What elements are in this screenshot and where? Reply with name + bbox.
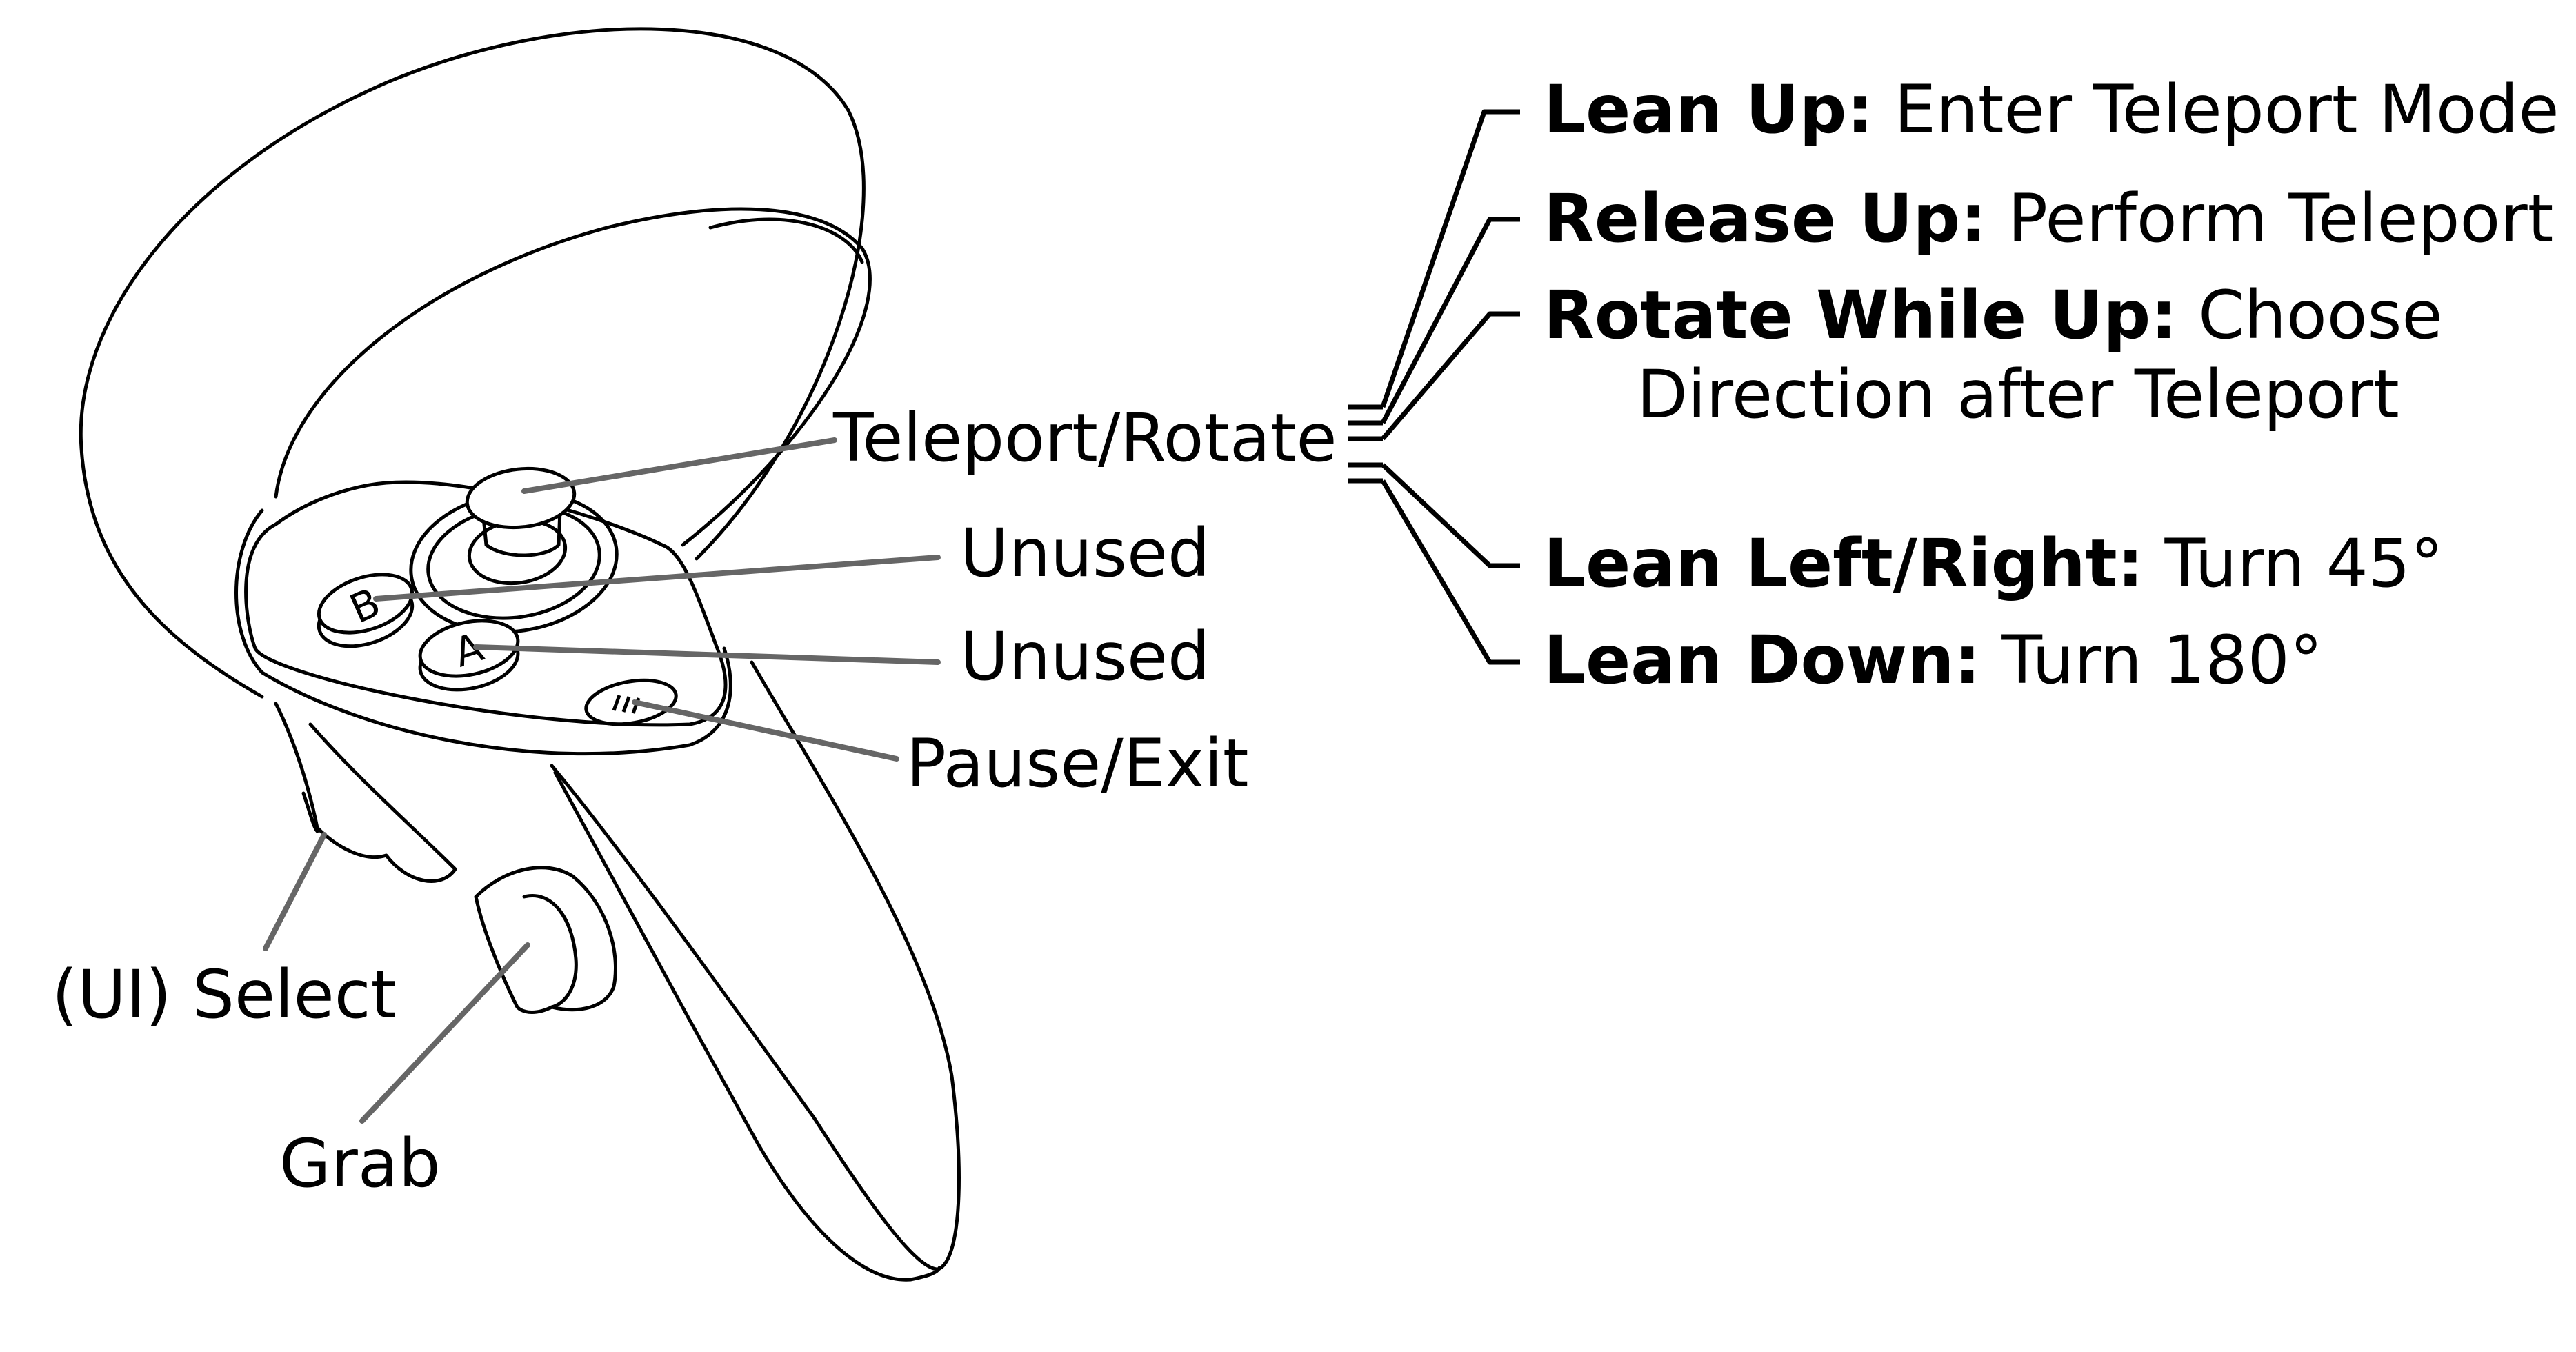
action-text: Choose xyxy=(2198,277,2442,354)
label-trigger: (UI) Select xyxy=(52,956,397,1033)
controller-labels: Teleport/Rotate Unused Unused Pause/Exit… xyxy=(52,399,1337,1202)
controller-face xyxy=(244,480,728,727)
thumbstick-stem xyxy=(481,508,562,557)
action-gesture: Lean Left/Right: xyxy=(1544,525,2144,602)
connector-lean-down xyxy=(1380,479,1520,665)
label-teleport-rotate: Teleport/Rotate xyxy=(832,399,1337,477)
trigger-body xyxy=(274,702,457,883)
tracking-ring-inner xyxy=(274,207,872,547)
action-gesture: Release Up: xyxy=(1544,180,1987,257)
action-bracket xyxy=(1348,109,1520,665)
action-item-continuation: Direction after Teleport xyxy=(1637,356,2399,433)
connector-release-up xyxy=(1380,217,1520,424)
connector-lean-left-right xyxy=(1381,463,1520,568)
handle-seam xyxy=(553,771,912,1282)
action-item: Release Up: Perform Teleport xyxy=(1544,180,2553,257)
handle-bottom xyxy=(908,1266,941,1282)
vr-controller: B A xyxy=(79,27,961,1282)
label-grip: Grab xyxy=(279,1125,441,1202)
label-button-b: Unused xyxy=(960,515,1210,592)
action-text: Turn 45° xyxy=(2164,525,2444,602)
connector-lean-up xyxy=(1380,109,1520,408)
button-a-shape xyxy=(418,619,520,678)
label-menu-button: Pause/Exit xyxy=(906,725,1248,802)
leader-button-b xyxy=(373,555,941,602)
controller-shell xyxy=(234,508,732,756)
action-item: Lean Up: Enter Teleport Mode xyxy=(1544,71,2559,148)
leader-grip xyxy=(359,942,530,1124)
action-gesture: Lean Down: xyxy=(1544,622,1981,699)
leader-lines xyxy=(263,437,941,1124)
leader-button-a xyxy=(473,644,941,665)
tracking-ring xyxy=(79,27,866,699)
action-text: Enter Teleport Mode xyxy=(1894,71,2559,148)
tracking-ring-rim xyxy=(708,217,864,264)
action-item: Rotate While Up: Choose xyxy=(1544,277,2443,354)
action-gesture: Lean Up: xyxy=(1544,71,1873,148)
menu-button-shape xyxy=(584,678,678,726)
leader-trigger xyxy=(263,832,327,951)
action-item: Lean Left/Right: Turn 45° xyxy=(1544,525,2444,602)
grip-button-inner xyxy=(522,894,578,1009)
action-text: Perform Teleport xyxy=(2008,180,2553,257)
leader-teleport-rotate xyxy=(521,437,837,494)
action-text: Turn 180° xyxy=(2001,622,2322,699)
leader-menu-button xyxy=(632,699,899,762)
grip-button-shape xyxy=(474,866,617,1014)
trigger-lower xyxy=(301,791,319,833)
action-item: Lean Down: Turn 180° xyxy=(1544,622,2323,699)
action-gesture: Rotate While Up: xyxy=(1544,277,2177,354)
label-button-a: Unused xyxy=(960,618,1210,695)
thumbstick-cap xyxy=(465,466,577,530)
thumbstick-action-list: Lean Up: Enter Teleport Mode Release Up:… xyxy=(1544,71,2559,699)
button-b-shape xyxy=(317,573,415,635)
connector-rotate-while-up xyxy=(1381,311,1520,441)
